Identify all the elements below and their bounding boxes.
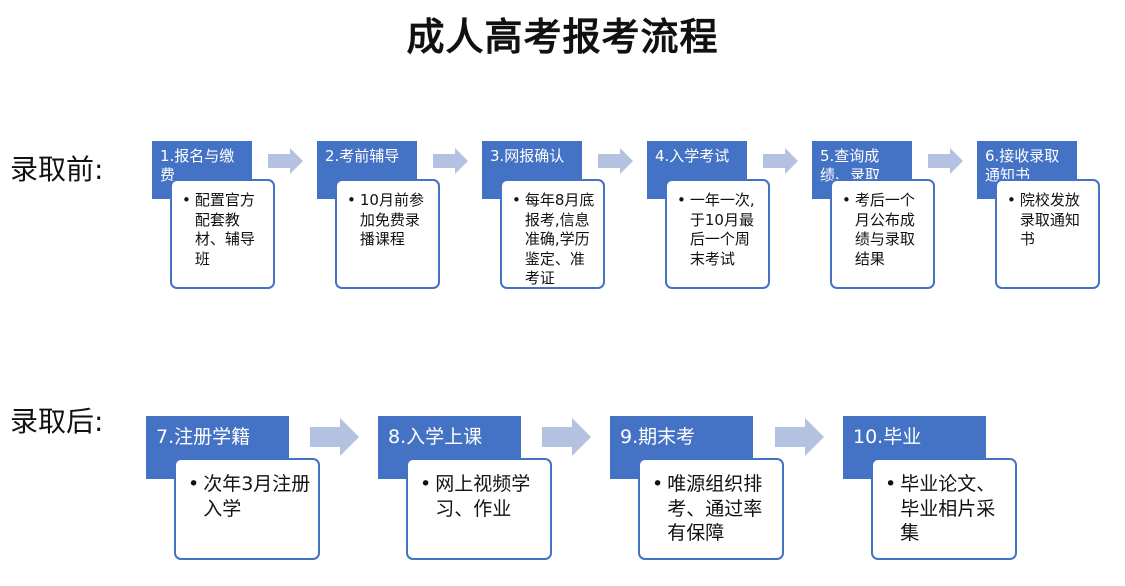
bullet-icon: • [842,191,851,209]
step-1: 1.报名与缴费 •配置官方配套教材、辅导班 [152,141,282,291]
step-detail: 院校发放录取通知书 [1019,191,1080,248]
bullet-icon: • [420,473,432,495]
row-label-after: 录取后: [10,405,104,438]
flow-arrow-icon [542,418,591,456]
bullet-icon: • [1007,191,1016,209]
step-10: 10.毕业 •毕业论文、毕业相片采集 [843,416,1018,566]
bullet-icon: • [885,473,897,495]
step-detail-box: •唯源组织排考、通过率有保障 [638,458,784,560]
flow-arrow-icon [310,418,359,456]
step-detail: 次年3月注册入学 [203,473,311,520]
step-detail: 一年一次,于10月最后一个周末考试 [689,191,755,268]
step-detail-box: •每年8月底报考,信息准确,学历鉴定、准考证 [500,179,605,289]
step-detail: 每年8月底报考,信息准确,学历鉴定、准考证 [524,191,595,287]
flow-arrow-icon [598,148,633,174]
diagram-title: 成人高考报考流程 [406,15,719,59]
flow-arrow-icon [763,148,798,174]
step-detail: 网上视频学习、作业 [435,473,531,520]
bullet-icon: • [677,191,686,209]
bullet-icon: • [347,191,356,209]
row-label-before: 录取前: [10,153,104,186]
step-detail-box: •一年一次,于10月最后一个周末考试 [665,179,770,289]
step-8: 8.入学上课 •网上视频学习、作业 [378,416,553,566]
flow-arrow-icon [433,148,468,174]
step-detail: 毕业论文、毕业相片采集 [900,473,996,545]
flow-arrow-icon [928,148,963,174]
bullet-icon: • [182,191,191,209]
step-4: 4.入学考试 •一年一次,于10月最后一个周末考试 [647,141,777,291]
bullet-icon: • [188,473,200,495]
step-7: 7.注册学籍 •次年3月注册入学 [146,416,321,566]
step-detail-box: •考后一个月公布成绩与录取结果 [830,179,935,289]
step-detail-box: •次年3月注册入学 [174,458,320,560]
step-detail: 10月前参加免费录播课程 [359,191,424,248]
step-detail: 考后一个月公布成绩与录取结果 [854,191,915,268]
step-detail: 唯源组织排考、通过率有保障 [667,473,763,545]
step-detail-box: •配置官方配套教材、辅导班 [170,179,275,289]
bullet-icon: • [512,191,521,209]
step-detail-box: •院校发放录取通知书 [995,179,1100,289]
bullet-icon: • [652,473,664,495]
step-detail: 配置官方配套教材、辅导班 [194,191,255,268]
step-2: 2.考前辅导 •10月前参加免费录播课程 [317,141,447,291]
step-5: 5.查询成绩、录取 •考后一个月公布成绩与录取结果 [812,141,942,291]
step-detail-box: •10月前参加免费录播课程 [335,179,440,289]
flow-arrow-icon [268,148,303,174]
flow-arrow-icon [775,418,824,456]
step-6: 6.接收录取通知书 •院校发放录取通知书 [977,141,1107,291]
step-detail-box: •毕业论文、毕业相片采集 [871,458,1017,560]
step-detail-box: •网上视频学习、作业 [406,458,552,560]
step-9: 9.期末考 •唯源组织排考、通过率有保障 [610,416,785,566]
step-3: 3.网报确认 •每年8月底报考,信息准确,学历鉴定、准考证 [482,141,612,291]
